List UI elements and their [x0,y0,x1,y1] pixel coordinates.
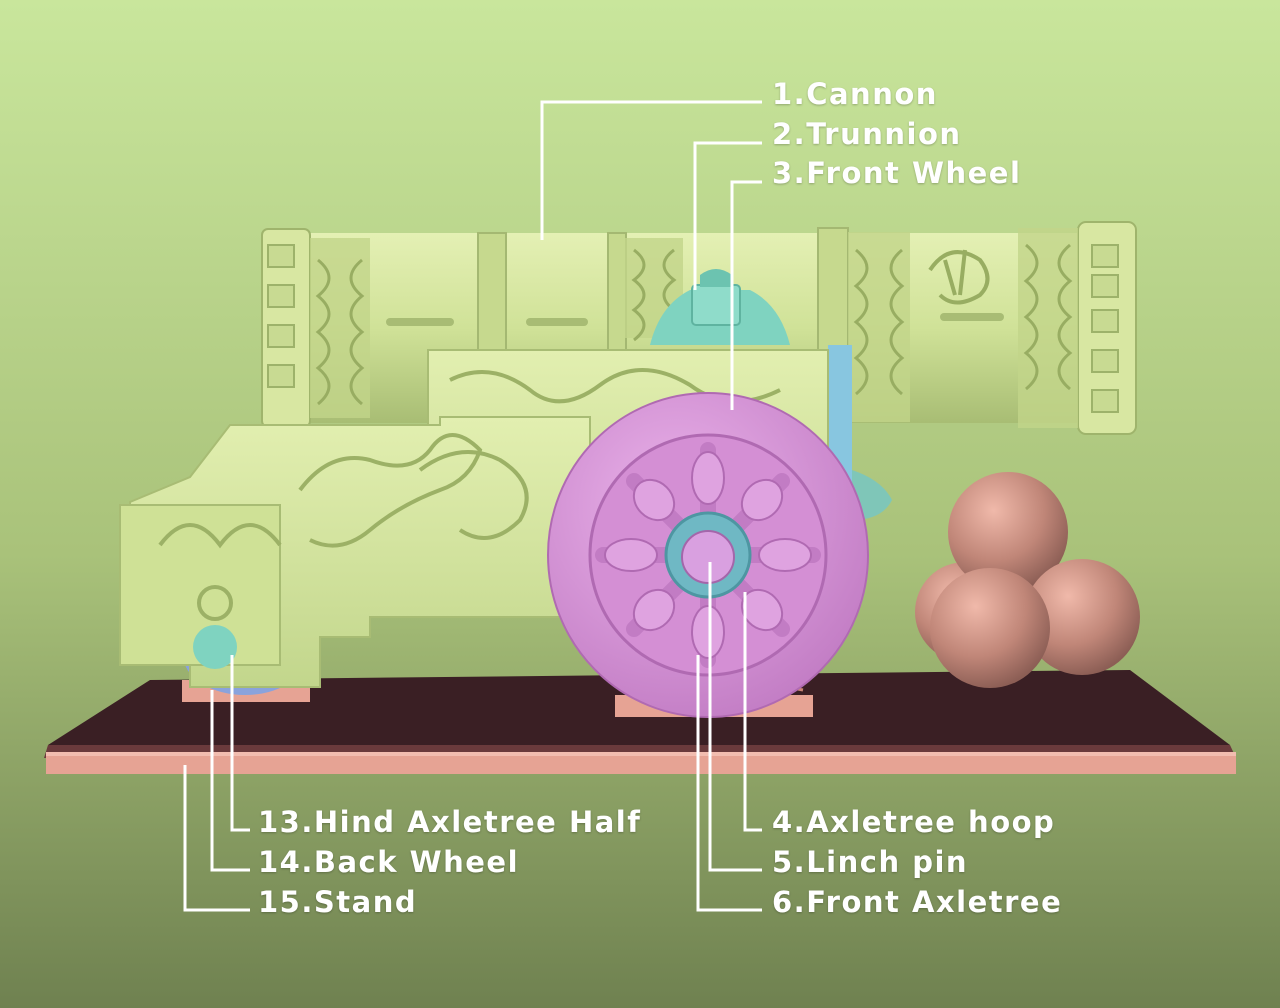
label-front-axletree: 6.Front Axletree [772,885,1063,919]
axletree-hoop-leader [743,592,762,832]
label-back-wheel: 14.Back Wheel [258,845,520,879]
label-front-wheel: 3.Front Wheel [772,156,1022,190]
linch-pin-leader [708,562,762,872]
label-linch-pin: 5.Linch pin [772,845,969,879]
back-wheel-leader [210,690,250,872]
front-wheel-leader [730,180,762,410]
trunnion-leader [693,141,762,290]
label-stand: 15.Stand [258,885,418,919]
linch-pin [681,530,735,584]
label-cannon: 1.Cannon [772,77,938,111]
hind-axletree-half [193,625,237,669]
hind-axletree-leader [230,655,250,832]
stand-leader [183,765,250,912]
label-axletree-hoop: 4.Axletree hoop [772,805,1056,839]
cannonballs [915,472,1140,688]
cannon-leader [540,100,762,240]
front-axletree-leader [696,655,762,912]
label-trunnion: 2.Trunnion [772,117,962,151]
leader-lines [183,100,762,912]
label-hind-axletree-half: 13.Hind Axletree Half [258,805,642,839]
